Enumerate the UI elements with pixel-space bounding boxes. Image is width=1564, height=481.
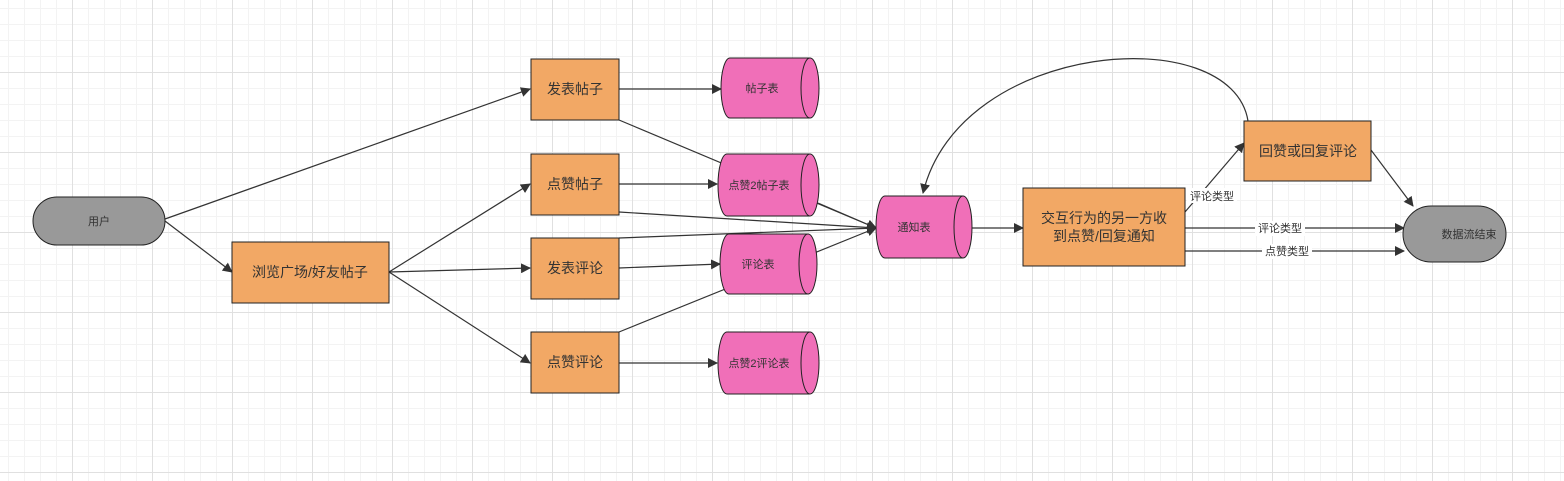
node-browse[interactable]: 浏览广场/好友帖子: [231, 241, 390, 304]
node-like-comment-label: 点赞评论: [547, 354, 603, 370]
edge-label-like-type: 点赞类型: [1262, 244, 1312, 259]
edge-label-comment-type-up-text: 评论类型: [1190, 189, 1234, 203]
node-like-post[interactable]: 点赞帖子: [530, 153, 620, 216]
edge-label-comment-type-text: 评论类型: [1258, 221, 1302, 235]
edge-user-post: [164, 87, 531, 220]
edge-browse-like-comment: [388, 271, 531, 364]
edge-browse-comment: [388, 263, 531, 274]
node-user-label: 用户: [88, 214, 110, 228]
node-end[interactable]: 数据流结束: [1402, 205, 1507, 263]
node-receive-label-line1: 交互行为的另一方收: [1041, 210, 1167, 226]
edge-label-like-type-text: 点赞类型: [1265, 244, 1309, 258]
node-comment-label: 发表评论: [547, 260, 603, 276]
store-like-comment-table-label: 点赞2评论表: [728, 356, 789, 370]
node-like-post-label: 点赞帖子: [547, 176, 603, 192]
store-post-table-label: 帖子表: [746, 81, 779, 95]
node-post[interactable]: 发表帖子: [530, 58, 620, 121]
store-notify-table[interactable]: 通知表: [875, 195, 973, 259]
edge-label-comment-type: 评论类型: [1255, 221, 1305, 236]
store-like-post-table-label: 点赞2帖子表: [728, 178, 789, 192]
node-receive-label-line2: 到点赞/回复通知: [1053, 228, 1155, 244]
edge-browse-like-post: [388, 183, 531, 273]
edge-comment-notify: [618, 223, 877, 239]
store-comment-table[interactable]: 评论表: [719, 233, 818, 295]
store-like-post-table[interactable]: 点赞2帖子表: [717, 153, 820, 217]
node-receive[interactable]: 交互行为的另一方收 到点赞/回复通知: [1022, 187, 1186, 267]
store-notify-table-label: 通知表: [898, 220, 931, 234]
edge-label-comment-type-up: 评论类型: [1187, 188, 1237, 203]
node-comment[interactable]: 发表评论: [530, 237, 620, 300]
edge-comment-table: [618, 259, 721, 270]
edge-reply-notify-loop: [920, 58, 1249, 194]
node-post-label: 发表帖子: [547, 81, 603, 97]
edge-like-post-table-notify: [817, 202, 877, 230]
node-reply-label: 回赞或回复评论: [1259, 143, 1357, 159]
node-like-comment[interactable]: 点赞评论: [530, 331, 620, 394]
edge-reply-end: [1370, 149, 1414, 207]
node-browse-label: 浏览广场/好友帖子: [252, 264, 368, 280]
node-user[interactable]: 用户: [32, 196, 166, 246]
edge-like-post-notify: [618, 211, 877, 233]
store-post-table[interactable]: 帖子表: [720, 57, 820, 119]
edge-user-browse: [164, 220, 233, 273]
node-reply[interactable]: 回赞或回复评论: [1243, 120, 1372, 182]
store-comment-table-label: 评论表: [742, 257, 775, 271]
node-end-label: 数据流结束: [1442, 227, 1497, 241]
store-like-comment-table[interactable]: 点赞2评论表: [717, 331, 820, 395]
